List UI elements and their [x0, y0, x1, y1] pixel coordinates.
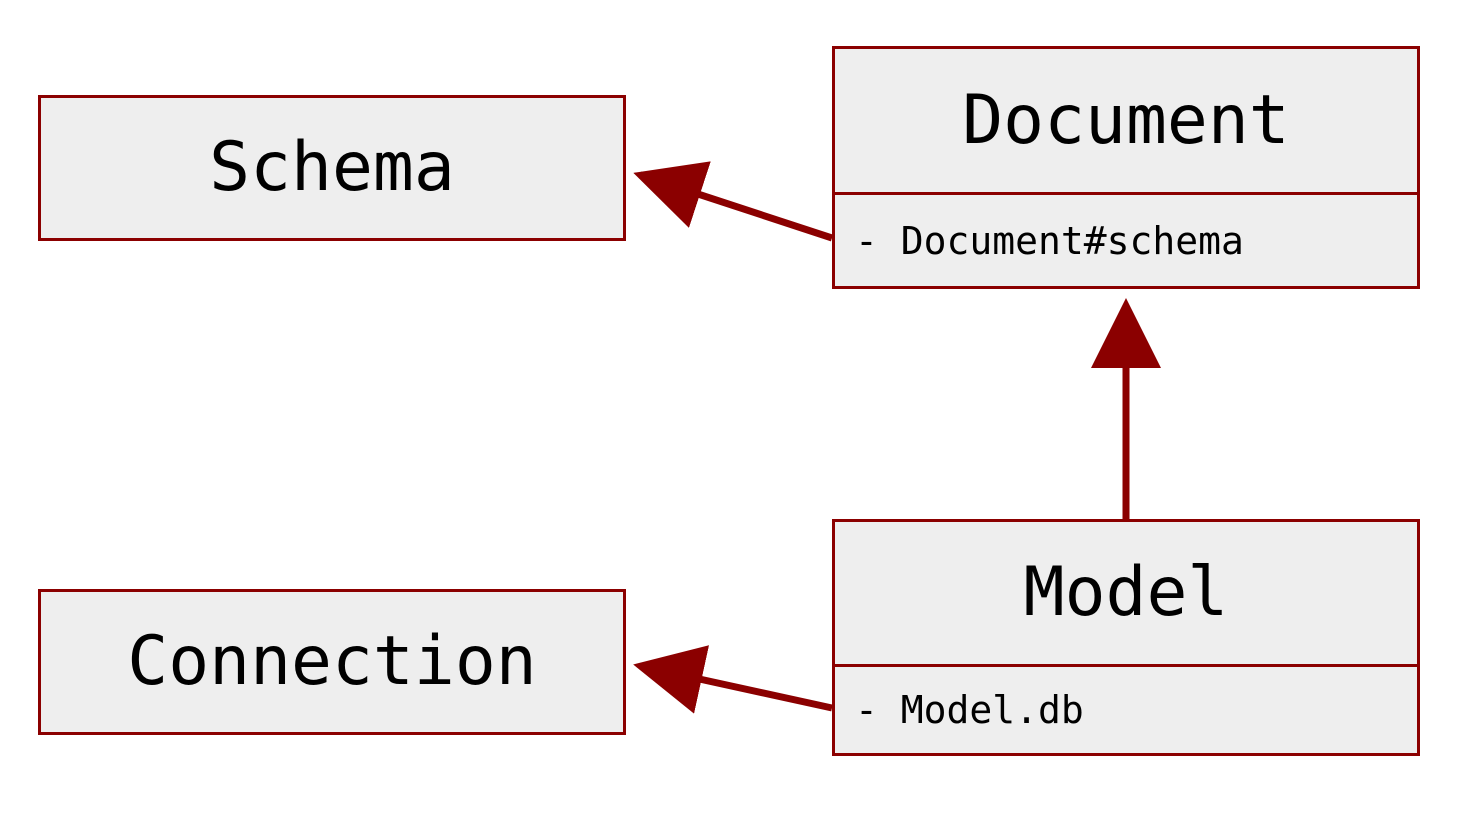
connection-class-title: Connection — [127, 622, 537, 701]
schema-class-title: Schema — [209, 128, 455, 207]
edge-document-to-schema — [633, 161, 834, 242]
schema-class-box: Schema — [38, 95, 626, 241]
model-class-attribute: - Model.db — [835, 664, 1417, 753]
connection-class-box: Connection — [38, 589, 626, 735]
document-class-box: Document - Document#schema — [832, 46, 1420, 289]
edge-model-to-connection — [633, 645, 833, 714]
document-class-title: Document — [962, 80, 1290, 160]
model-class-title: Model — [1023, 553, 1229, 632]
document-class-attribute: - Document#schema — [835, 192, 1417, 286]
model-class-box: Model - Model.db — [832, 519, 1420, 756]
